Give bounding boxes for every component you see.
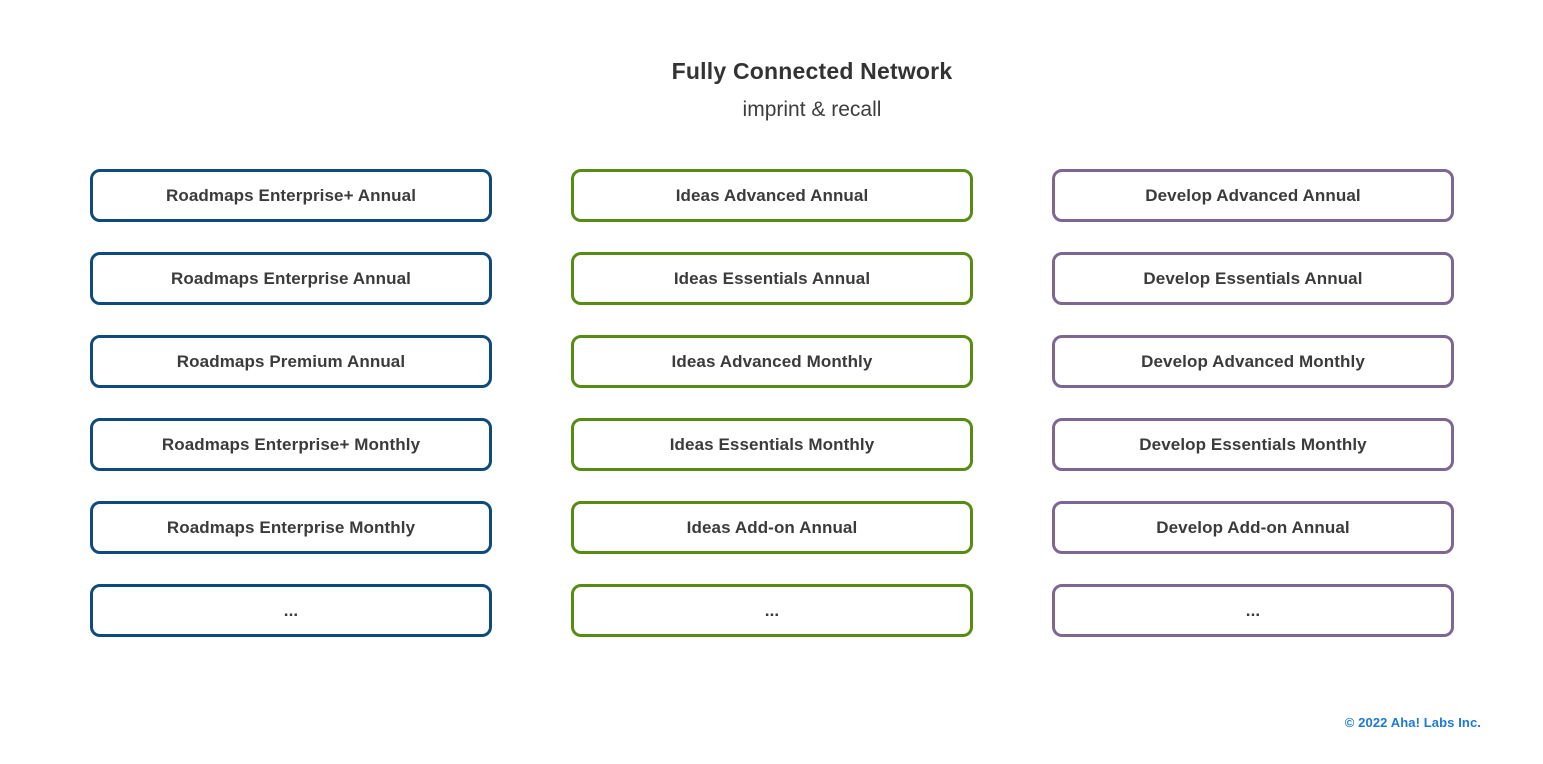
node-label: Develop Advanced Annual <box>1145 185 1361 205</box>
diagram-title: Fully Connected Network <box>671 58 953 84</box>
network-node: ... <box>571 584 973 637</box>
network-node: Ideas Essentials Annual <box>571 252 973 305</box>
node-label: Ideas Essentials Monthly <box>669 434 875 454</box>
node-label: Develop Essentials Annual <box>1143 268 1363 288</box>
network-node: ... <box>90 584 492 637</box>
node-label: Ideas Add-on Annual <box>686 517 858 537</box>
network-node: Develop Essentials Monthly <box>1052 418 1454 471</box>
diagram-header: Fully Connected Network imprint & recall <box>672 58 953 122</box>
column-ideas: Ideas Advanced Annual Ideas Essentials A… <box>571 169 973 637</box>
node-label: Ideas Essentials Annual <box>673 268 871 288</box>
node-label: ... <box>283 600 299 620</box>
node-label: Roadmaps Enterprise Annual <box>170 268 412 288</box>
network-node: Roadmaps Enterprise Monthly <box>90 501 492 554</box>
network-node: Roadmaps Enterprise+ Annual <box>90 169 492 222</box>
node-label: Ideas Advanced Annual <box>675 185 869 205</box>
copyright-notice: © 2022 Aha! Labs Inc. <box>1344 715 1481 730</box>
network-node: Roadmaps Enterprise+ Monthly <box>90 418 492 471</box>
network-node: Develop Advanced Annual <box>1052 169 1454 222</box>
node-label: Develop Essentials Monthly <box>1139 434 1367 454</box>
network-node: Ideas Advanced Annual <box>571 169 973 222</box>
node-label: Roadmaps Enterprise Monthly <box>166 517 416 537</box>
node-label: Develop Advanced Monthly <box>1141 351 1365 371</box>
node-label: Ideas Advanced Monthly <box>671 351 873 371</box>
network-node: Develop Essentials Annual <box>1052 252 1454 305</box>
network-node: Ideas Essentials Monthly <box>571 418 973 471</box>
node-label: Roadmaps Enterprise+ Annual <box>165 185 417 205</box>
network-node: ... <box>1052 584 1454 637</box>
network-node: Roadmaps Enterprise Annual <box>90 252 492 305</box>
node-label: Develop Add-on Annual <box>1156 517 1350 537</box>
column-develop: Develop Advanced Annual Develop Essentia… <box>1052 169 1454 637</box>
network-node: Develop Advanced Monthly <box>1052 335 1454 388</box>
network-node: Develop Add-on Annual <box>1052 501 1454 554</box>
node-label: Roadmaps Premium Annual <box>176 351 406 371</box>
network-node: Ideas Add-on Annual <box>571 501 973 554</box>
network-node: Ideas Advanced Monthly <box>571 335 973 388</box>
node-label: Roadmaps Enterprise+ Monthly <box>161 434 421 454</box>
node-label: ... <box>1245 600 1261 620</box>
diagram-subtitle: imprint & recall <box>742 98 882 121</box>
network-node: Roadmaps Premium Annual <box>90 335 492 388</box>
node-label: ... <box>764 600 780 620</box>
column-roadmaps: Roadmaps Enterprise+ Annual Roadmaps Ent… <box>90 169 492 637</box>
